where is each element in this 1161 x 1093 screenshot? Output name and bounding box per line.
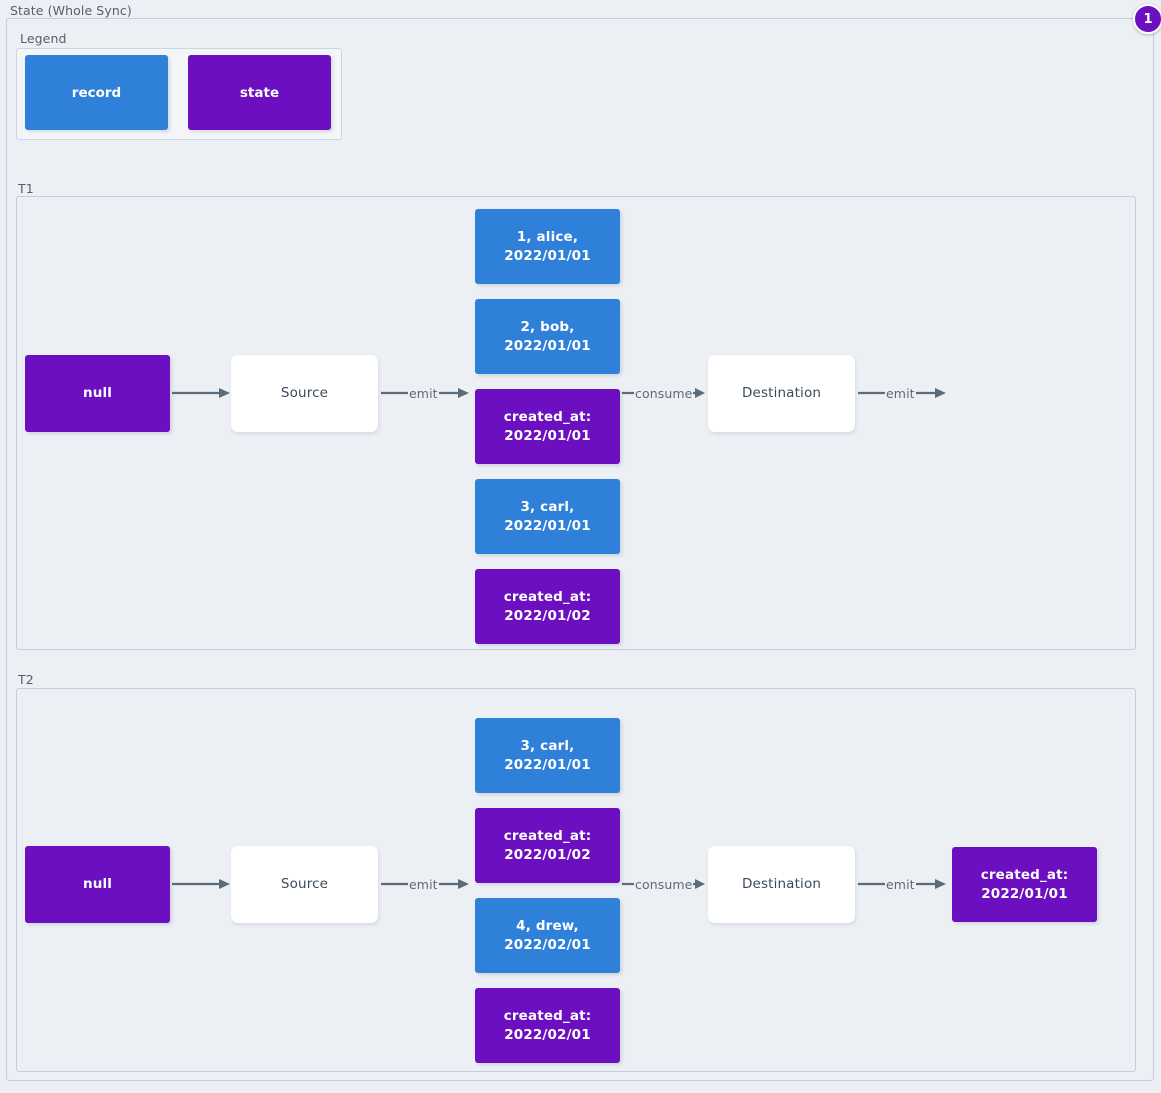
t2-arrow-consume: consume [622, 871, 706, 897]
t1-payload-item-0[interactable]: 1, alice, 2022/01/01 [475, 209, 620, 284]
t1-arrow-initial-to-source [172, 380, 230, 406]
t1-initial-state-node[interactable]: null [25, 355, 170, 432]
t2-payload-item-2[interactable]: 4, drew, 2022/02/01 [475, 898, 620, 973]
t1-arrow-consume-label: consume [635, 385, 693, 401]
t1-arrow-destination-emit-label: emit [886, 385, 915, 401]
legend-label: Legend [20, 31, 67, 46]
section-label-t2: T2 [18, 672, 34, 687]
arrow-head-icon [438, 388, 469, 398]
arrow-line-icon [858, 882, 885, 886]
arrow-head-icon [915, 388, 946, 398]
t2-initial-state-node[interactable]: null [25, 846, 170, 923]
t1-payload-item-2[interactable]: created_at: 2022/01/01 [475, 389, 620, 464]
t1-payload-item-1[interactable]: 2, bob, 2022/01/01 [475, 299, 620, 374]
page-title: State (Whole Sync) [10, 3, 132, 18]
t1-payload-item-4[interactable]: created_at: 2022/01/02 [475, 569, 620, 644]
arrow-line-icon [858, 391, 885, 395]
arrow-line-icon [622, 882, 634, 886]
arrow-line-icon [622, 391, 634, 395]
t2-payload-item-3[interactable]: created_at: 2022/02/01 [475, 988, 620, 1063]
t1-arrow-consume: consume [622, 380, 706, 406]
t2-arrow-destination-emit-label: emit [886, 876, 915, 892]
t2-arrow-consume-label: consume [635, 876, 693, 892]
t2-arrow-destination-emit: emit [858, 871, 946, 897]
t1-arrow-source-emit: emit [381, 380, 469, 406]
t2-source-node[interactable]: Source [231, 846, 378, 923]
legend-swatch-record: record [25, 55, 168, 130]
t2-arrow-initial-to-source [172, 871, 230, 897]
t2-destination-node[interactable]: Destination [708, 846, 855, 923]
t1-payload-item-3[interactable]: 3, carl, 2022/01/01 [475, 479, 620, 554]
section-label-t1: T1 [18, 181, 34, 196]
arrow-line-icon [381, 391, 408, 395]
status-badge[interactable]: 1 [1133, 4, 1161, 34]
arrow-line-icon [381, 882, 408, 886]
t1-arrow-source-emit-label: emit [409, 385, 438, 401]
t2-payload-item-0[interactable]: 3, carl, 2022/01/01 [475, 718, 620, 793]
t2-final-state-node[interactable]: created_at: 2022/01/01 [952, 847, 1097, 922]
arrow-head-icon [693, 388, 706, 398]
t1-arrow-destination-emit: emit [858, 380, 946, 406]
arrow-head-icon [438, 879, 469, 889]
arrow-line-icon [172, 388, 230, 398]
legend-swatch-state: state [188, 55, 331, 130]
arrow-head-icon [915, 879, 946, 889]
arrow-line-icon [172, 879, 230, 889]
t2-payload-item-1[interactable]: created_at: 2022/01/02 [475, 808, 620, 883]
arrow-head-icon [693, 879, 706, 889]
t1-destination-node[interactable]: Destination [708, 355, 855, 432]
t2-arrow-source-emit: emit [381, 871, 469, 897]
t1-source-node[interactable]: Source [231, 355, 378, 432]
t2-arrow-source-emit-label: emit [409, 876, 438, 892]
